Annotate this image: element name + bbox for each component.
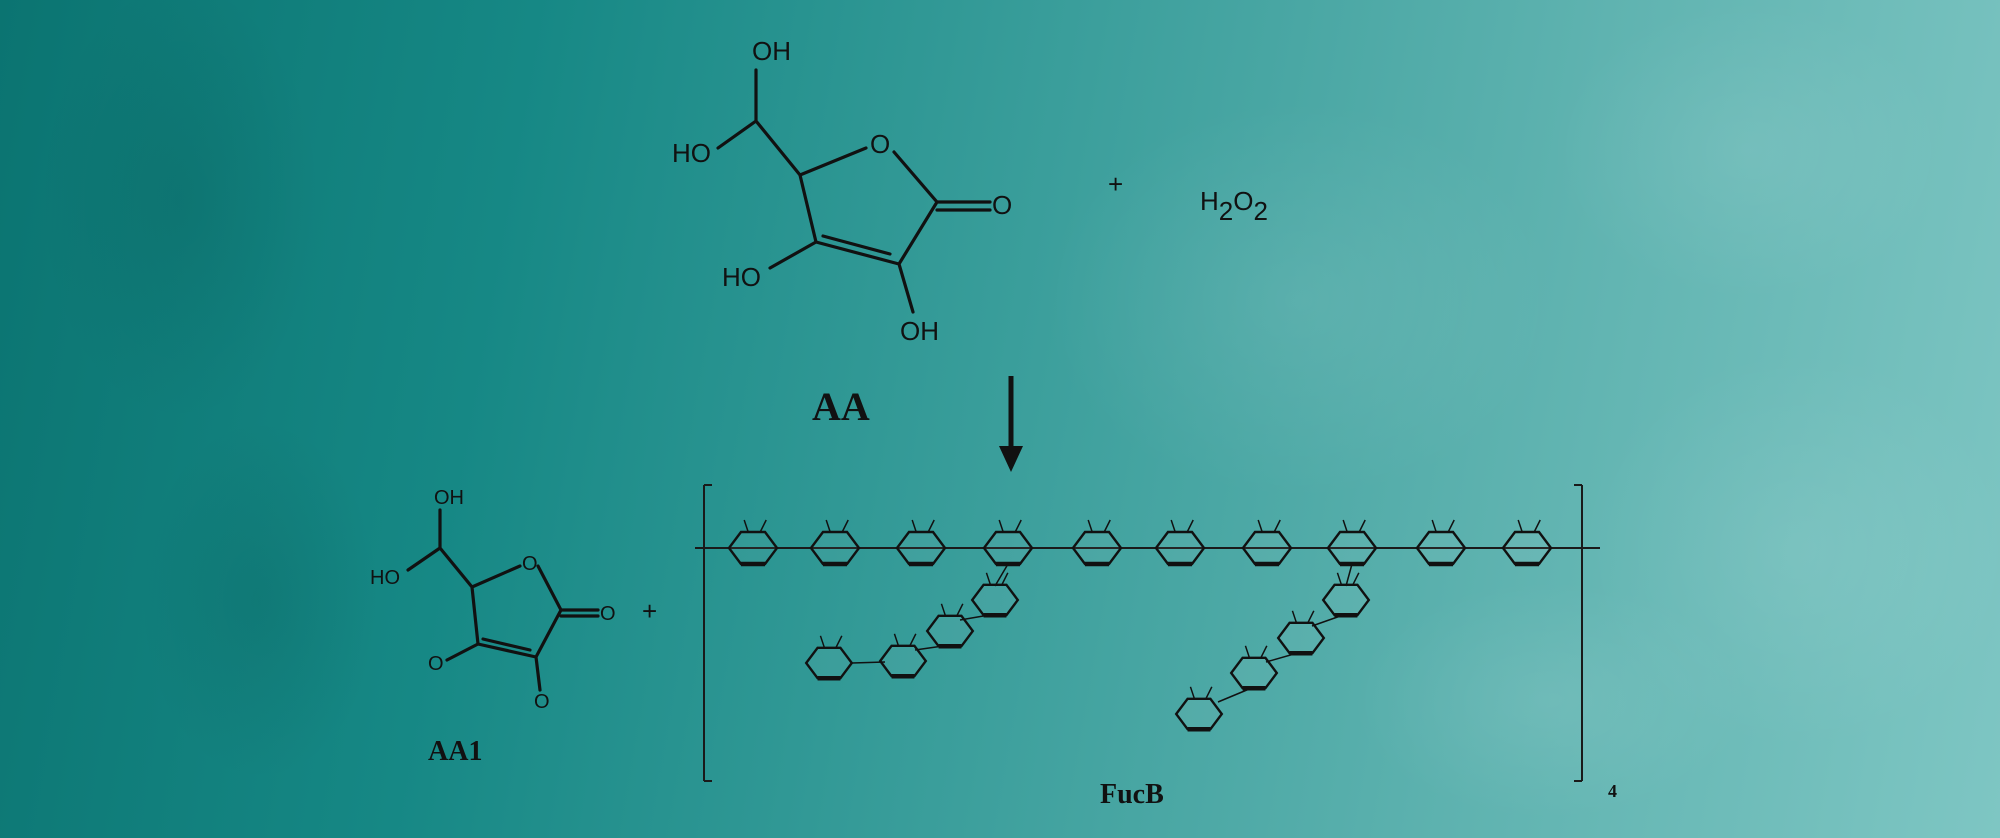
substituent-bond: [985, 572, 1009, 586]
sugar-ring: [727, 530, 779, 566]
sugar-ring: [1154, 530, 1206, 566]
sugar-ring: [1071, 530, 1123, 566]
aa-ho-enol: HO: [722, 262, 761, 292]
glycosidic-bond: [1345, 563, 1353, 587]
substituent-bond: [1170, 519, 1194, 533]
aa-label: AA: [812, 384, 870, 429]
sugar-ring: [1501, 530, 1553, 566]
sugar-ring: [804, 646, 854, 680]
aa1-o-right: O: [534, 691, 550, 713]
sugar-ring: [878, 644, 928, 678]
plus-sign-reactants: +: [1108, 169, 1123, 199]
right-bracket: [1574, 484, 1583, 782]
glycosidic-bond: [914, 644, 951, 651]
substituent-bond: [1244, 645, 1268, 659]
substituent-bond: [1342, 519, 1366, 533]
substituent-bond: [911, 519, 935, 533]
sugar-ring: [1276, 621, 1326, 655]
substituent-bond: [1431, 519, 1455, 533]
aa-oh-top: OH: [752, 36, 791, 66]
substituent-bond: [743, 519, 767, 533]
sugar-ring: [1321, 583, 1371, 617]
sugar-ring: [982, 530, 1034, 566]
sugar-ring: [1174, 697, 1224, 731]
sugar-ring: [925, 614, 975, 648]
fucoidan-structure: FucB 4: [695, 484, 1617, 810]
substituent-bond: [819, 635, 843, 649]
fucb-label: FucB: [1100, 779, 1164, 810]
left-bracket: [703, 484, 712, 782]
substituent-bond: [1189, 686, 1213, 700]
sugar-rings: [727, 519, 1553, 732]
sugar-ring: [1229, 656, 1279, 690]
aa1-oh-top: OH: [434, 487, 464, 509]
substituent-bond: [1517, 519, 1541, 533]
aa-oh-enol: OH: [900, 316, 939, 346]
sugar-ring: [809, 530, 861, 566]
glycosidic-bond: [1311, 613, 1347, 627]
substituent-bond: [1087, 519, 1111, 533]
sugar-ring: [1326, 530, 1378, 566]
hydrogen-peroxide-formula: H2O2: [1200, 186, 1268, 226]
aa-ho-left: HO: [672, 138, 711, 168]
substituent-bond: [1291, 610, 1315, 624]
sugar-ring: [1415, 530, 1467, 566]
aa1-ring-o: O: [522, 553, 538, 575]
repeat-count: 4: [1608, 781, 1617, 801]
ascorbic-acid-structure: OH HO O O HO OH AA: [672, 36, 1012, 429]
reaction-arrow: [999, 376, 1023, 472]
aa1-o-left: O: [428, 653, 444, 675]
substituent-bond: [1257, 519, 1281, 533]
plus-sign-products: +: [642, 596, 657, 626]
glycosidic-bond: [959, 613, 996, 621]
dehydroascorbic-acid-structure: OH HO O O O O AA1: [370, 487, 616, 767]
substituent-bond: [940, 603, 964, 617]
glycosidic-bond: [1265, 651, 1302, 663]
glycosidic-bond: [1217, 686, 1255, 703]
aa1-label: AA1: [428, 736, 482, 767]
background-texture: [40, 0, 2000, 820]
substituent-bond: [893, 633, 917, 647]
sugar-ring: [1241, 530, 1293, 566]
glycosidic-bond: [851, 661, 886, 664]
aa-ring-o: O: [870, 129, 890, 159]
substituent-bond: [825, 519, 849, 533]
sugar-ring: [895, 530, 947, 566]
glycosidic-bond: [994, 563, 1009, 587]
sugar-ring: [970, 583, 1020, 617]
substituent-bond: [998, 519, 1022, 533]
aa1-carbonyl-o: O: [600, 603, 616, 625]
aa1-ho-left: HO: [370, 567, 400, 589]
substituent-bond: [1336, 572, 1360, 586]
aa-carbonyl-o: O: [992, 190, 1012, 220]
